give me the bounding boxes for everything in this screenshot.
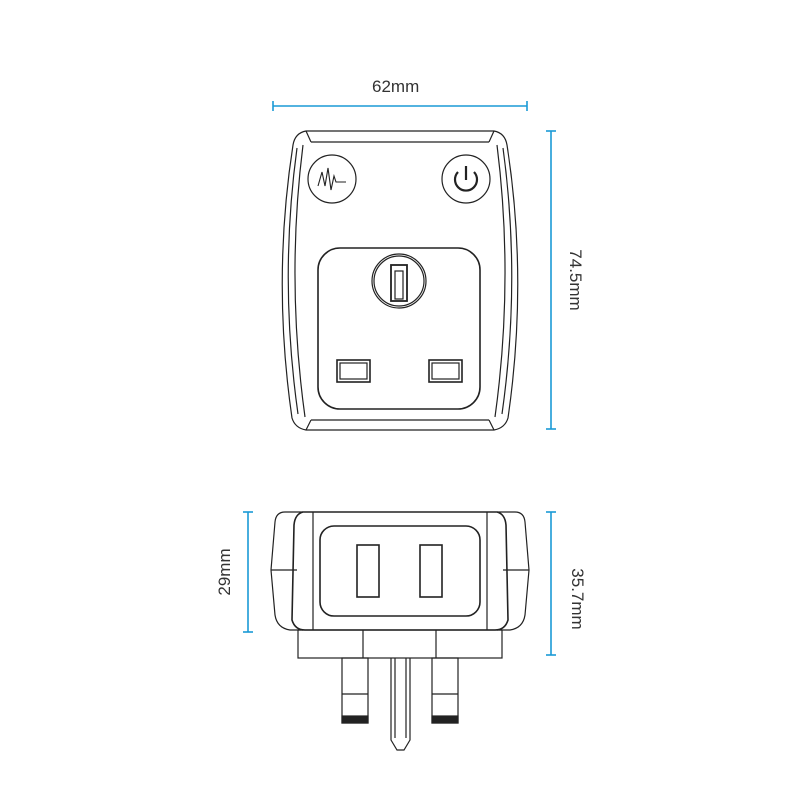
width-label: 62mm <box>372 77 420 96</box>
waveform-icon <box>317 167 346 191</box>
side-view <box>270 511 530 751</box>
total-depth-label: 35.7mm <box>568 568 587 630</box>
dimension-lines <box>243 101 556 656</box>
power-button <box>441 154 491 204</box>
energy-button <box>307 154 357 204</box>
socket-face <box>317 247 481 410</box>
height-label: 74.5mm <box>566 249 585 311</box>
power-icon <box>453 171 479 192</box>
body-depth-label: 29mm <box>215 548 234 596</box>
front-view <box>281 130 519 431</box>
